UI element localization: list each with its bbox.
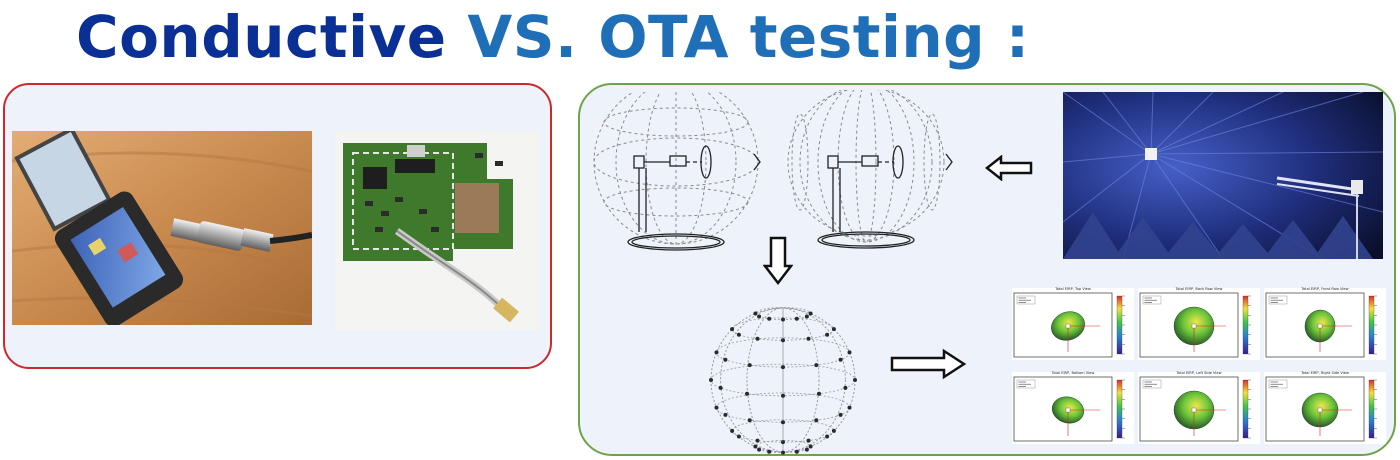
arrow-right-icon <box>890 348 967 380</box>
anechoic-chamber-photo <box>1063 92 1383 259</box>
sampling-points-sphere <box>709 307 857 455</box>
radiation-plot: Total EIRP, Left Side View <box>1138 371 1260 444</box>
measurement-sphere-diagram-rotated <box>787 90 953 249</box>
radiation-plot-title: Total EIRP, Back Row View <box>1175 287 1223 291</box>
radiation-plot: Total EIRP, Back Row View <box>1138 287 1260 360</box>
title-vs-ota: VS. OTA testing : <box>467 3 1030 71</box>
radiation-plot-title: Total EIRP, Front Row View <box>1301 287 1349 291</box>
radiation-plot-title: Total EIRP, Right Side View <box>1301 371 1349 375</box>
arrow-left-icon <box>985 155 1033 181</box>
arrow-down-icon <box>763 236 793 286</box>
radiation-plot-title: Total EIRP, Bottom View <box>1051 371 1095 375</box>
radiation-plot: Total EIRP, Front Row View <box>1264 287 1386 360</box>
phone-cable-photo <box>12 131 312 325</box>
pcb-coax-photo <box>335 131 540 330</box>
measurement-sphere-diagram <box>593 92 761 251</box>
radiation-plot: Total EIRP, Right Side View <box>1264 371 1386 444</box>
radiation-plot-title: Total EIRP, Top View <box>1055 287 1091 291</box>
page-title: Conductive VS. OTA testing : <box>76 0 1030 78</box>
radiation-plot-title: Total EIRP, Left Side View <box>1176 371 1222 375</box>
title-conductive: Conductive <box>76 3 447 71</box>
radiation-pattern-plots: Total EIRP, Top View Total EIRP, Back Row… <box>1012 287 1386 444</box>
radiation-plot: Total EIRP, Bottom View <box>1012 371 1134 444</box>
radiation-plot: Total EIRP, Top View <box>1012 287 1134 360</box>
